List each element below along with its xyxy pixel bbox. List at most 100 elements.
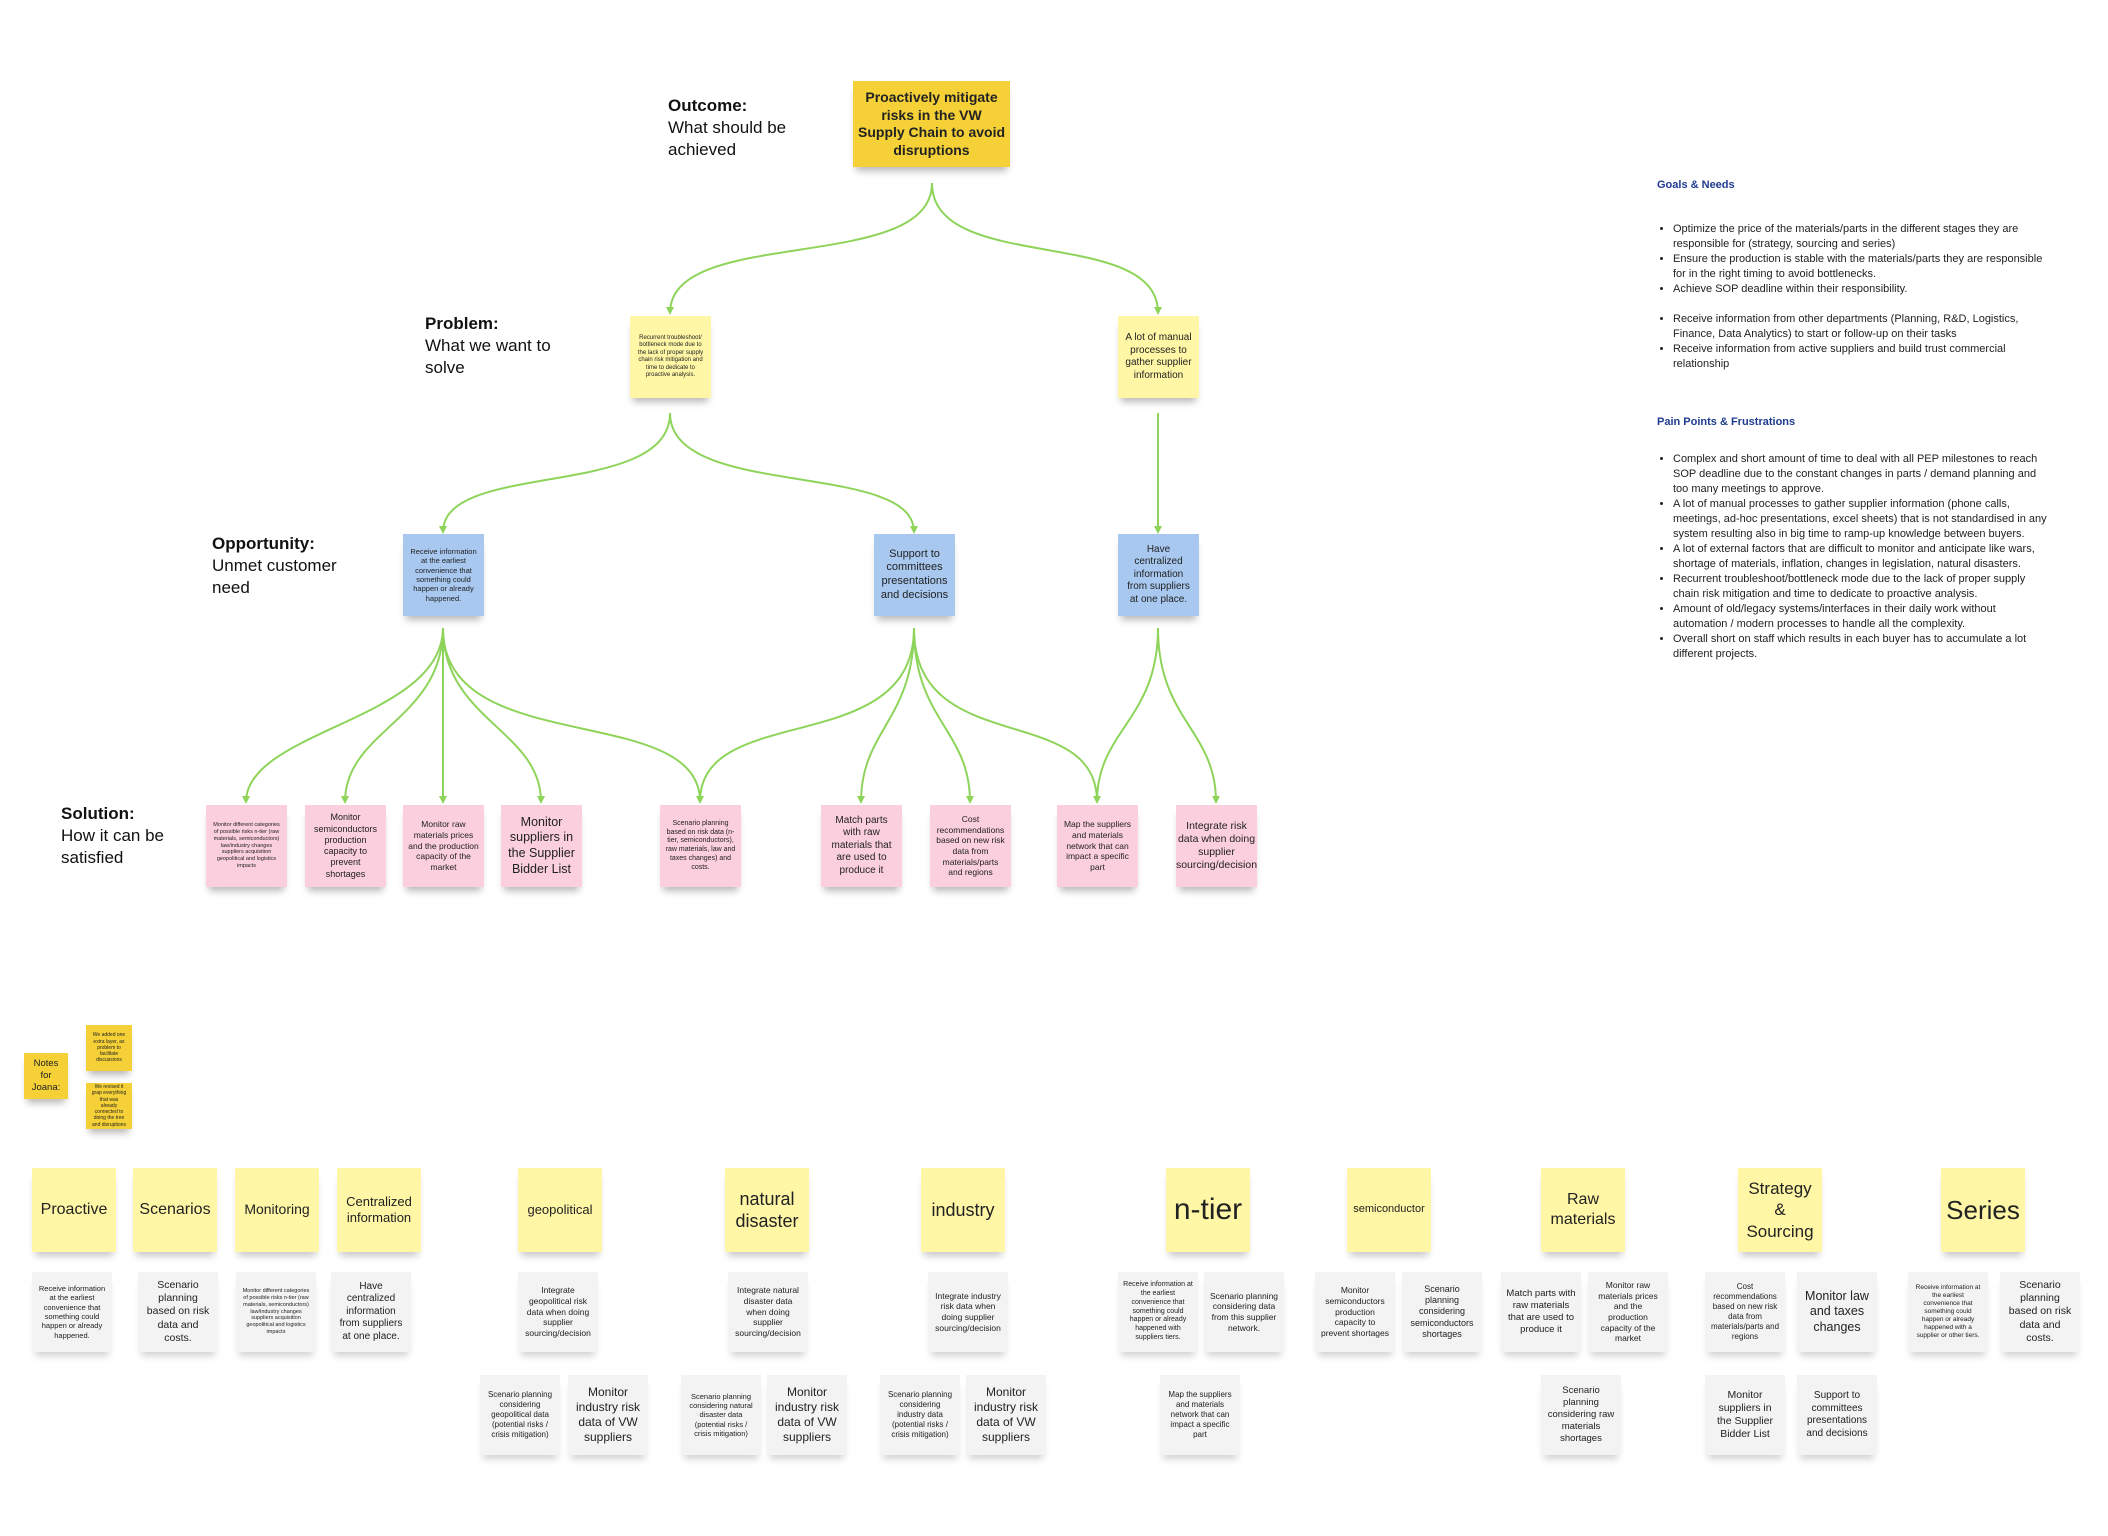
connector — [913, 627, 1098, 803]
arrowhead — [341, 796, 349, 804]
grey-note-scenarios[interactable]: Scenario planning based on risk data and… — [138, 1272, 218, 1352]
outcome-note[interactable]: Proactively mitigate risks in the VW Sup… — [853, 81, 1010, 167]
connector — [1157, 627, 1217, 803]
grey-note-series-receive[interactable]: Receive information at the earliest conv… — [1908, 1272, 1988, 1352]
category-note-natural-disaster[interactable]: natural disaster — [725, 1168, 809, 1252]
grey-note-natural-monitor[interactable]: Monitor industry risk data of VW supplie… — [767, 1375, 847, 1455]
opportunity-row-label: Opportunity: Unmet customer need — [212, 533, 352, 599]
arrowhead — [242, 796, 250, 804]
grey-note-raw-monitor[interactable]: Monitor raw materials prices and the pro… — [1588, 1272, 1668, 1352]
grey-note-natural-integrate[interactable]: Integrate natural disaster data when doi… — [728, 1272, 808, 1352]
grey-note-ntier-scenario[interactable]: Scenario planning considering data from … — [1204, 1272, 1284, 1352]
solution-note-integrate-risk[interactable]: Integrate risk data when doing supplier … — [1176, 805, 1257, 887]
pain-point-item: Amount of old/legacy systems/interfaces … — [1673, 602, 2047, 632]
grey-note-geopolitical-monitor[interactable]: Monitor industry risk data of VW supplie… — [568, 1375, 648, 1455]
grey-note-strategy-bidder[interactable]: Monitor suppliers in the Supplier Bidder… — [1705, 1375, 1785, 1455]
notes-for-joana-label[interactable]: Notes for Joana: — [24, 1053, 68, 1099]
problem-note-troubleshoot[interactable]: Recurrent troubleshoot/ bottleneck mode … — [630, 316, 711, 398]
solution-note-monitor-risks[interactable]: Monitor different categories of possible… — [206, 805, 287, 887]
grey-note-centralized[interactable]: Have centralized information from suppli… — [331, 1272, 411, 1352]
grey-note-raw-scenario[interactable]: Scenario planning considering raw materi… — [1541, 1375, 1621, 1455]
opportunity-label-title: Opportunity: — [212, 534, 315, 553]
category-note-raw-materials[interactable]: Raw materials — [1541, 1168, 1625, 1252]
grey-note-strategy-committees[interactable]: Support to committees presentations and … — [1797, 1375, 1877, 1455]
outcome-label-title: Outcome: — [668, 96, 748, 115]
solution-note-map-suppliers[interactable]: Map the suppliers and materials network … — [1057, 805, 1138, 887]
goals-item: Receive information from active supplier… — [1673, 342, 2047, 372]
grey-note-strategy-cost[interactable]: Cost recommendations based on new risk d… — [1705, 1272, 1785, 1352]
category-note-scenarios[interactable]: Scenarios — [133, 1168, 217, 1252]
solution-note-cost-recommendations[interactable]: Cost recommendations based on new risk d… — [930, 805, 1011, 887]
solution-note-bidder-list[interactable]: Monitor suppliers in the Supplier Bidder… — [501, 805, 582, 887]
arrowhead — [1212, 796, 1220, 804]
grey-note-ntier-receive[interactable]: Receive information at the earliest conv… — [1118, 1272, 1198, 1352]
connector — [442, 627, 701, 803]
problem-row-label: Problem: What we want to solve — [425, 313, 575, 379]
grey-note-proactive[interactable]: Receive information at the earliest conv… — [32, 1272, 112, 1352]
opportunity-note-early-info[interactable]: Receive information at the earliest conv… — [403, 534, 484, 616]
grey-note-industry-integrate[interactable]: Integrate industry risk data when doing … — [928, 1272, 1008, 1352]
pain-points-heading: Pain Points & Frustrations — [1657, 416, 1796, 428]
pain-point-item: A lot of external factors that are diffi… — [1673, 542, 2047, 572]
connector — [442, 627, 542, 803]
connector — [913, 627, 971, 803]
solution-note-scenario-planning[interactable]: Scenario planning based on risk data (n-… — [660, 805, 741, 887]
outcome-row-label: Outcome: What should be achieved — [668, 95, 818, 161]
outcome-label-desc: What should be achieved — [668, 118, 787, 159]
solution-note-semiconductors[interactable]: Monitor semiconductors production capaci… — [305, 805, 386, 887]
arrowhead — [666, 307, 674, 315]
grey-note-semi-scenario[interactable]: Scenario planning considering semiconduc… — [1402, 1272, 1482, 1352]
problem-note-manual-processes[interactable]: A lot of manual processes to gather supp… — [1118, 316, 1199, 398]
category-note-industry[interactable]: industry — [921, 1168, 1005, 1252]
connector — [245, 627, 444, 803]
problem-label-desc: What we want to solve — [425, 336, 551, 377]
arrowhead — [910, 526, 918, 534]
goals-item: Achieve SOP deadline within their respon… — [1673, 282, 2047, 297]
solution-label-title: Solution: — [61, 804, 135, 823]
connector — [669, 182, 933, 314]
connector — [860, 627, 915, 803]
opportunity-note-centralized[interactable]: Have centralized information from suppli… — [1118, 534, 1199, 616]
connector — [344, 627, 444, 803]
connector — [1096, 627, 1159, 803]
grey-note-monitoring[interactable]: Monitor different categories of possible… — [236, 1272, 316, 1352]
grey-note-raw-match[interactable]: Match parts with raw materials that are … — [1501, 1272, 1581, 1352]
grey-note-strategy-law[interactable]: Monitor law and taxes changes — [1797, 1272, 1877, 1352]
grey-note-industry-monitor[interactable]: Monitor industry risk data of VW supplie… — [966, 1375, 1046, 1455]
arrowhead — [1093, 796, 1101, 804]
solution-row-label: Solution: How it can be satisfied — [61, 803, 181, 869]
pain-point-item: Recurrent troubleshoot/bottleneck mode d… — [1673, 572, 2047, 602]
grey-note-geopolitical-integrate[interactable]: Integrate geopolitical risk data when do… — [518, 1272, 598, 1352]
category-note-strategy-sourcing[interactable]: Strategy & Sourcing — [1738, 1168, 1822, 1252]
grey-note-natural-scenario[interactable]: Scenario planning considering natural di… — [681, 1375, 761, 1455]
joana-note-revised[interactable]: We revised it grap everything that was a… — [86, 1083, 132, 1129]
category-note-proactive[interactable]: Proactive — [32, 1168, 116, 1252]
joana-note-extra-layer[interactable]: We added one extra layer, as problem to … — [86, 1025, 132, 1071]
grey-note-semi-monitor[interactable]: Monitor semiconductors production capaci… — [1315, 1272, 1395, 1352]
arrowhead — [537, 796, 545, 804]
category-note-series[interactable]: Series — [1941, 1168, 2025, 1252]
arrowhead — [966, 796, 974, 804]
arrowhead — [1154, 526, 1162, 534]
solution-note-raw-materials[interactable]: Monitor raw materials prices and the pro… — [403, 805, 484, 887]
connector — [699, 627, 915, 803]
category-note-monitoring[interactable]: Monitoring — [235, 1168, 319, 1252]
goals-item: Ensure the production is stable with the… — [1673, 252, 2047, 282]
solution-note-match-parts[interactable]: Match parts with raw materials that are … — [821, 805, 902, 887]
category-note-centralized[interactable]: Centralized information — [337, 1168, 421, 1252]
category-note-semiconductor[interactable]: semiconductor — [1347, 1168, 1431, 1252]
grey-note-ntier-map[interactable]: Map the suppliers and materials network … — [1160, 1375, 1240, 1455]
category-note-n-tier[interactable]: n-tier — [1166, 1168, 1250, 1252]
grey-note-geopolitical-scenario[interactable]: Scenario planning considering geopolitic… — [480, 1375, 560, 1455]
grey-note-series-scenario[interactable]: Scenario planning based on risk data and… — [2000, 1272, 2080, 1352]
grey-note-industry-scenario[interactable]: Scenario planning considering industry d… — [880, 1375, 960, 1455]
problem-label-title: Problem: — [425, 314, 499, 333]
pain-points-panel: Pain Points & Frustrations Complex and s… — [1657, 415, 2047, 662]
arrowhead — [1154, 307, 1162, 315]
opportunity-note-committees[interactable]: Support to committees presentations and … — [874, 534, 955, 616]
connector — [442, 412, 671, 533]
pain-point-item: Complex and short amount of time to deal… — [1673, 452, 2047, 497]
goals-item: Receive information from other departmen… — [1673, 312, 2047, 342]
category-note-geopolitical[interactable]: geopolitical — [518, 1168, 602, 1252]
